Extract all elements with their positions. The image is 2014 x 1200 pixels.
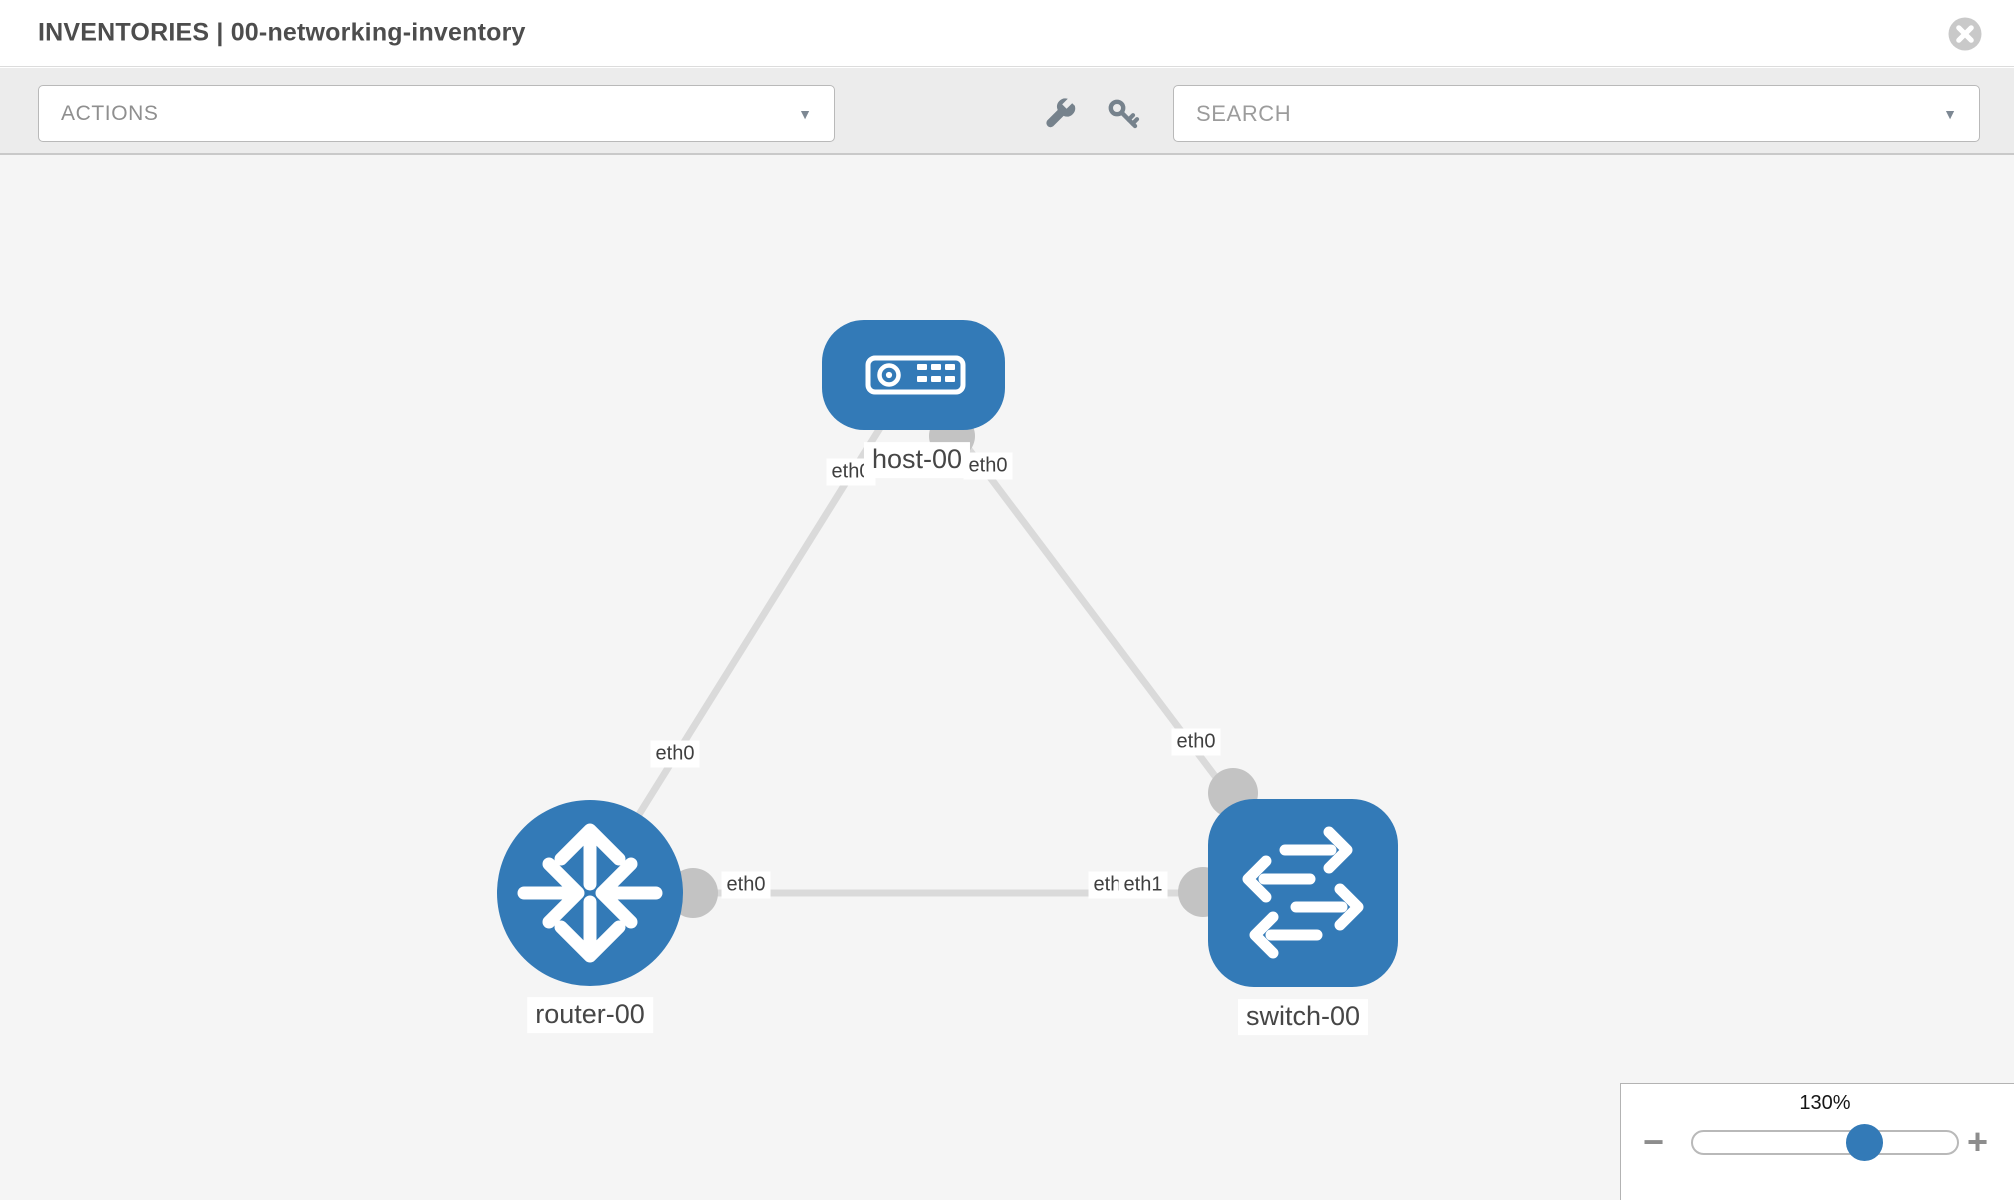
node-router-00[interactable]	[497, 800, 683, 986]
interface-label: eth0	[963, 452, 1013, 480]
zoom-panel: 130% − +	[1620, 1083, 2014, 1200]
node-label-switch-00: switch-00	[1237, 999, 1369, 1035]
page-title: INVENTORIES | 00-networking-inventory	[38, 18, 526, 47]
switch-icon	[1242, 826, 1364, 959]
interface-ports	[668, 413, 1258, 918]
interface-label: eth0	[721, 871, 771, 899]
host-icon	[865, 355, 966, 395]
actions-dropdown-label: ACTIONS	[61, 101, 159, 125]
search-dropdown-label: SEARCH	[1196, 100, 1292, 126]
node-label-host-00: host-00	[863, 442, 971, 478]
zoom-slider-track[interactable]	[1691, 1130, 1959, 1155]
actions-dropdown[interactable]: ACTIONS ▼	[38, 85, 835, 142]
chevron-down-icon: ▼	[1943, 105, 1957, 122]
chevron-down-icon: ▼	[798, 105, 812, 122]
search-dropdown[interactable]: SEARCH ▼	[1173, 85, 1980, 142]
node-label-router-00: router-00	[527, 997, 653, 1033]
node-host-00[interactable]	[822, 320, 1005, 430]
interface-label: eth1	[1118, 871, 1168, 899]
close-icon[interactable]	[1947, 16, 1983, 52]
zoom-slider-knob[interactable]	[1846, 1124, 1883, 1161]
key-icon[interactable]	[1106, 97, 1140, 131]
header: INVENTORIES | 00-networking-inventory	[0, 0, 2014, 67]
zoom-out-button[interactable]: −	[1643, 1121, 1665, 1162]
interface-label: eth0	[1171, 728, 1221, 756]
zoom-in-button[interactable]: +	[1967, 1121, 1989, 1162]
interface-label: eth0	[650, 740, 700, 768]
toolbar: ACTIONS ▼ SEARCH ▼	[0, 68, 2014, 155]
router-icon	[517, 823, 663, 963]
topology-canvas[interactable]: eth0 host-00 eth0 eth0 eth0 eth0 eth1 et…	[0, 155, 2014, 1200]
node-switch-00[interactable]	[1208, 799, 1398, 987]
zoom-percent-label: 130%	[1799, 1092, 1851, 1114]
wrench-icon[interactable]	[1042, 97, 1076, 131]
